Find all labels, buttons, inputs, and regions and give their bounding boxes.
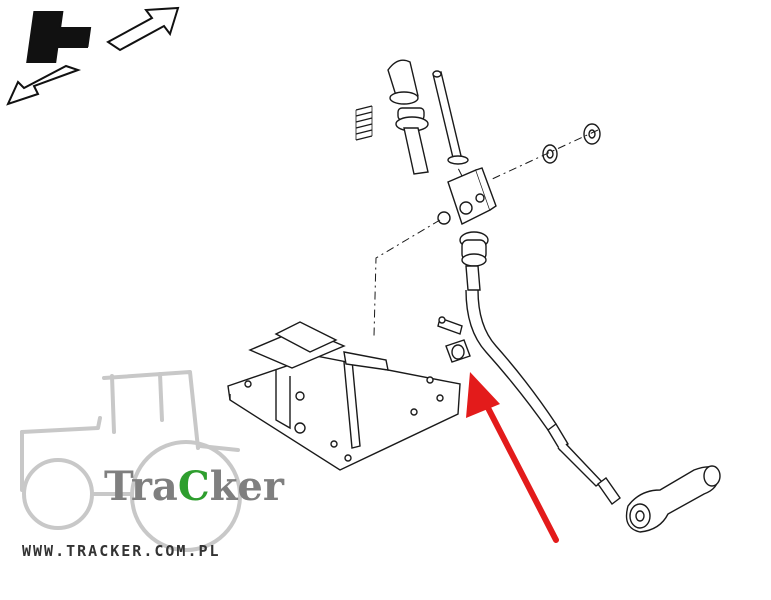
- brand-suffix: ker: [210, 463, 285, 510]
- down-arrow-button[interactable]: [6, 64, 82, 106]
- up-arrow-button[interactable]: [106, 6, 180, 52]
- back-arrow-button[interactable]: [26, 11, 92, 63]
- cable-end-fitting: [625, 465, 721, 533]
- mounting-plate: [227, 321, 461, 471]
- callout-arrow: [466, 372, 559, 543]
- nav-arrows: [6, 6, 180, 106]
- brand-watermark: TraCker WWW.TRACKER.COM.PL: [22, 463, 285, 560]
- svg-text:TraCker: TraCker: [104, 463, 285, 510]
- arrow-down-left-icon: [6, 64, 82, 106]
- brand-prefix: Tra: [104, 463, 178, 510]
- cable-assembly: [459, 231, 621, 505]
- arrow-back-filled-icon: [26, 11, 92, 63]
- tractor-watermark: [20, 370, 242, 552]
- lever-bracket: [447, 167, 497, 225]
- brand-c: C: [178, 463, 210, 510]
- spring: [355, 105, 373, 141]
- assembly-lines: [373, 129, 599, 337]
- knob-assembly: [355, 59, 429, 175]
- small-fittings: [437, 316, 471, 363]
- website-url: WWW.TRACKER.COM.PL: [22, 542, 221, 560]
- upper-rod: [432, 70, 469, 165]
- knob-shaft: [403, 127, 429, 175]
- arrow-up-right-icon: [106, 6, 180, 52]
